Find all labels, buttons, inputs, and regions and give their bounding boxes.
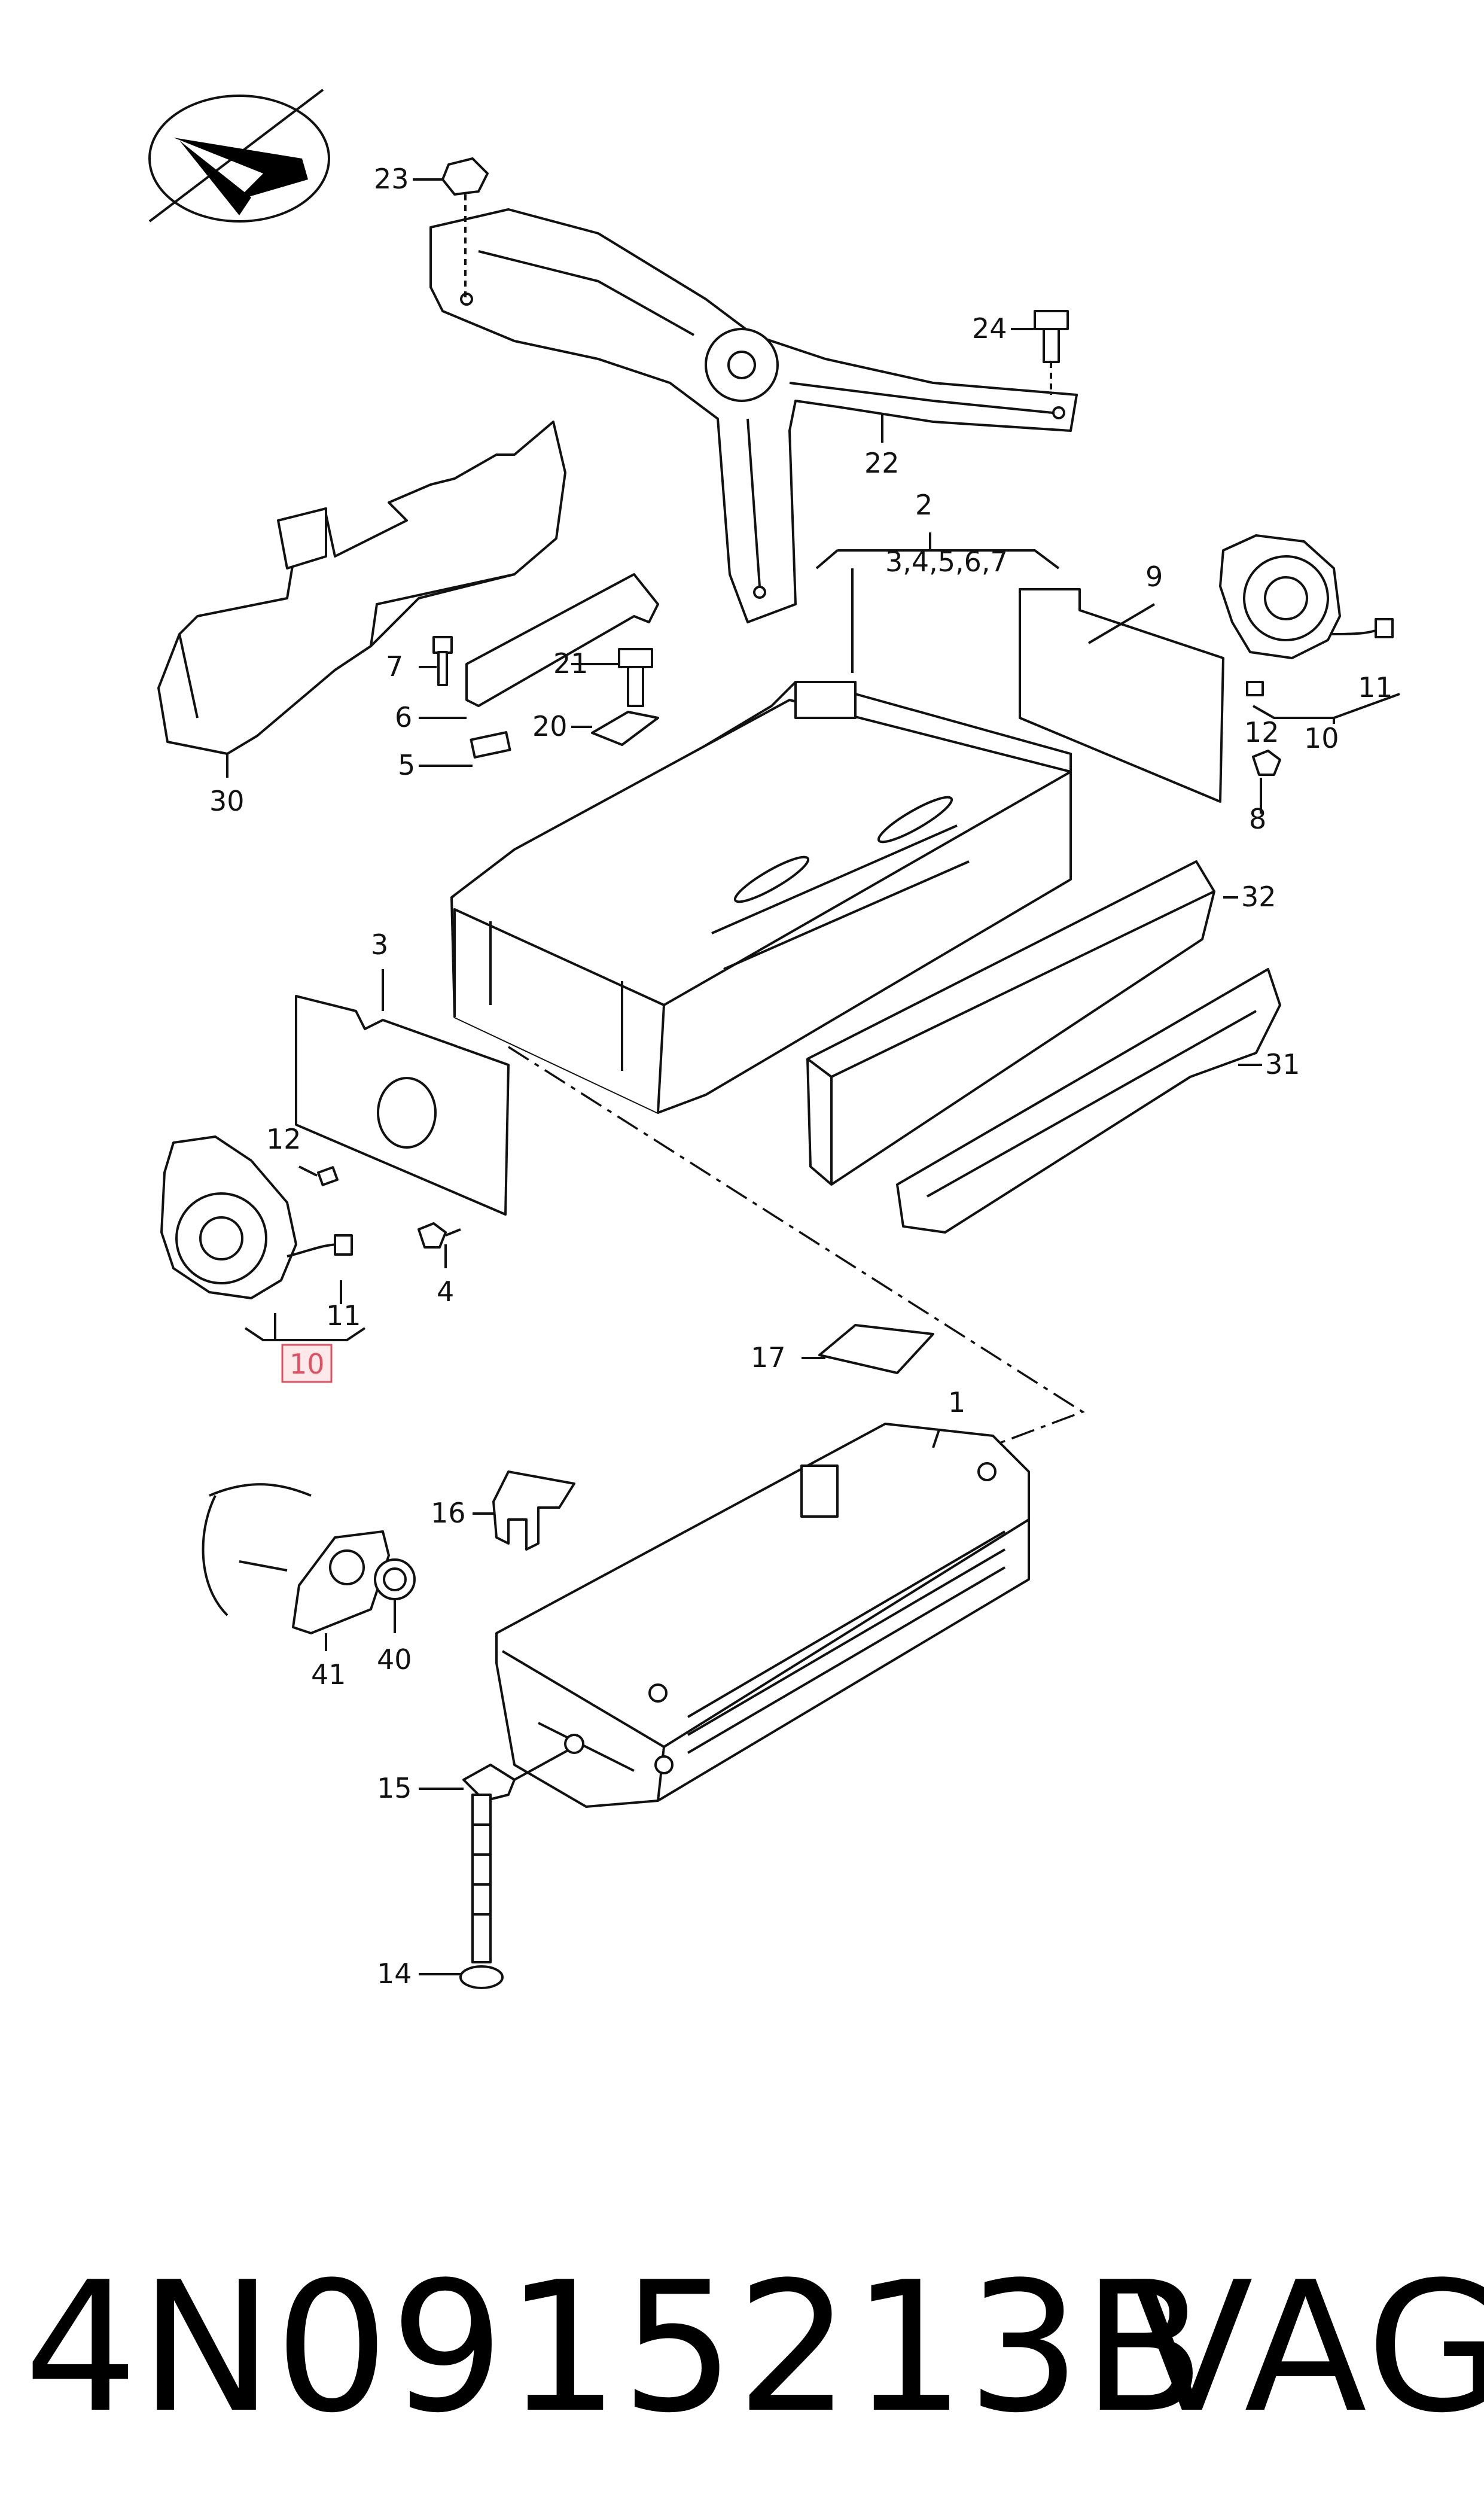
label-11-right: 11 [1358,671,1393,704]
label-20: 20 [532,710,568,742]
part-41-cover [202,1483,390,1634]
label-1: 1 [948,1386,965,1418]
part-40-grommet [374,1558,416,1600]
part-24-bolt [1034,310,1069,395]
label-15: 15 [377,1772,412,1804]
part-9-cover-plate [1019,588,1224,803]
label-8: 8 [1249,803,1266,835]
part-6-bracket [465,573,659,759]
part-32-side-rail [806,860,1215,1186]
label-4: 4 [437,1275,454,1308]
part-21-bolt [618,648,653,707]
assembly-lines [508,1046,1085,1449]
callout-labels: 23 24 22 2 3,4,5,6,7 9 11 12 10 8 32 31 … [209,163,1393,1990]
label-41: 41 [311,1658,346,1691]
part-30-air-duct [157,421,566,755]
label-12-right: 12 [1244,716,1279,748]
label-24: 24 [972,312,1007,345]
label-2: 2 [915,489,933,521]
part-12-screw-right [1246,681,1264,696]
part-8-screw [1252,750,1281,776]
part-4-screw [418,1222,461,1249]
label-10-right: 10 [1304,722,1339,754]
part-20-clip [591,711,659,746]
label-17: 17 [751,1341,786,1374]
label-31: 31 [1265,1048,1300,1080]
label-9: 9 [1145,561,1163,593]
part-1-battery-module [495,1423,1030,1808]
part-number: 4N0915213B [24,2243,1207,2452]
part-16-bracket [492,1470,575,1551]
label-23: 23 [374,163,409,195]
label-10-left: 10 [290,1348,325,1380]
label-16: 16 [431,1497,466,1529]
part-15-sensor [462,1734,584,1963]
part-3-cover-plate [295,995,510,1216]
label-11-left: 11 [326,1299,361,1332]
part-7-screw [432,636,453,686]
leader-lines [226,178,1400,1975]
part-17-label [818,1324,934,1374]
part-2-battery-housing [450,681,1072,1114]
label-22: 22 [864,447,900,479]
label-5: 5 [398,749,415,781]
label-12-left: 12 [266,1123,301,1155]
part-10-fan-left [160,1135,353,1299]
part-22-support-bracket [429,208,1078,623]
footer: 4N0915213B VAG [0,2249,1484,2447]
direction-arrow-icon [148,89,330,223]
label-2-sub: 3,4,5,6,7 [885,546,1008,578]
brand-name: VAG [1130,2243,1484,2452]
label-7: 7 [386,650,403,683]
label-30: 30 [209,785,245,817]
label-3: 3 [371,928,388,961]
label-32: 32 [1241,881,1276,913]
part-31-heat-shield [896,968,1281,1234]
part-12-screw-left [317,1166,339,1186]
label-14: 14 [377,1957,412,1990]
label-6: 6 [395,701,412,733]
label-21: 21 [553,647,589,680]
part-14-grommet [459,1965,504,1989]
label-40: 40 [377,1643,412,1676]
part-10-fan-right [1219,534,1394,659]
highlight-box-10 [281,1344,333,1383]
